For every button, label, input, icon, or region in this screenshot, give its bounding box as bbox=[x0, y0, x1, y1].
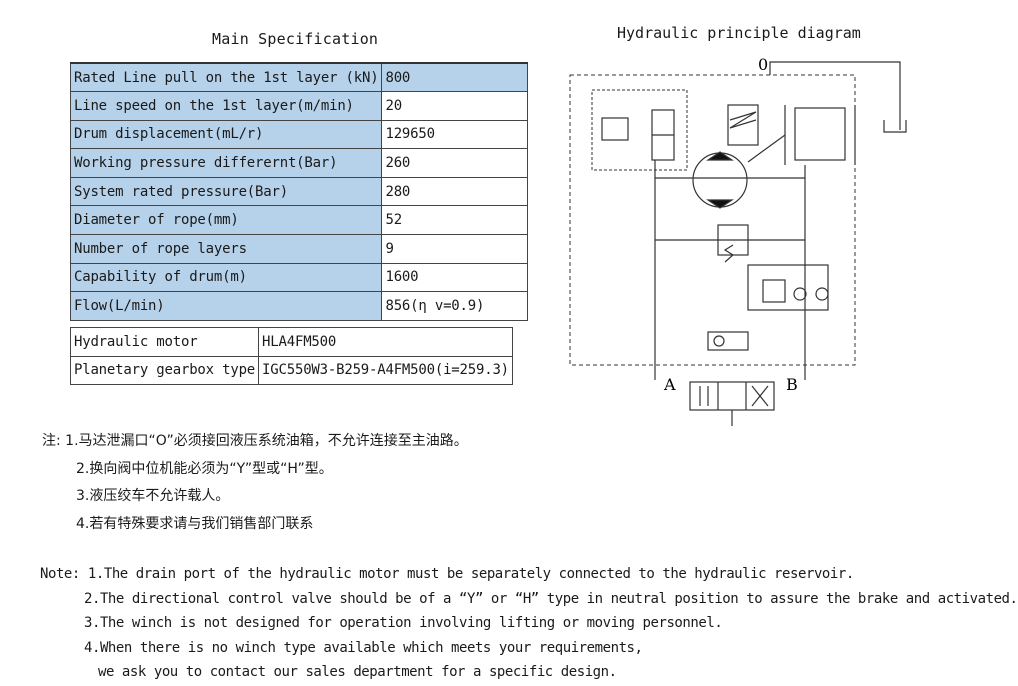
notes-en: Note: 1.The drain port of the hydraulic … bbox=[40, 562, 1018, 685]
note-en-prefix: Note: bbox=[40, 566, 80, 582]
spec-value: IGC550W3-B259-A4FM500(i=259.3) bbox=[258, 355, 513, 386]
note-cn-line: 2.换向阀中位机能必须为“Y”型或“H”型。 bbox=[42, 456, 468, 484]
check-valve-2 bbox=[815, 287, 829, 301]
spec-label: Flow(L/min) bbox=[69, 291, 383, 321]
check-valve-box bbox=[747, 264, 829, 311]
motor-arrow-down bbox=[706, 199, 734, 209]
spec-label: Hydraulic motor bbox=[69, 327, 260, 357]
spec-row: Number of rope layers 9 bbox=[69, 234, 529, 264]
boundary-dashed bbox=[569, 74, 856, 366]
spec-label: Line speed on the 1st layer(m/min) bbox=[69, 91, 383, 121]
spec-label: Working pressure differernt(Bar) bbox=[69, 148, 383, 178]
port-o-label: 0 bbox=[758, 55, 768, 74]
spec-value: 260 bbox=[381, 148, 529, 178]
note-en-item: 4.When there is no winch type available … bbox=[84, 639, 643, 656]
spec-row: Hydraulic motor HLA4FM500 bbox=[69, 327, 513, 357]
spec-row: Drum displacement(mL/r) 129650 bbox=[69, 119, 529, 150]
note-cn-line: 3.液压绞车不允许载人。 bbox=[42, 483, 468, 511]
brake-dashed bbox=[591, 89, 688, 171]
motor-arrow-up bbox=[706, 151, 734, 161]
check-valve-1 bbox=[793, 287, 807, 301]
note-cn-item: 1.马达泄漏口“O”必须接回液压系统油箱，不允许连接至主油路。 bbox=[65, 433, 468, 449]
spec-value: 20 bbox=[381, 91, 529, 121]
note-en-line: 4.When there is no winch type available … bbox=[40, 636, 1018, 661]
note-en-line: 3.The winch is not designed for operatio… bbox=[40, 611, 1018, 636]
spec-value: 280 bbox=[381, 176, 529, 207]
spec-value: 800 bbox=[381, 62, 529, 93]
spec-label: Number of rope layers bbox=[69, 234, 383, 264]
diagram-title: Hydraulic principle diagram bbox=[617, 24, 861, 42]
spec-row: Working pressure differernt(Bar) 260 bbox=[69, 148, 529, 178]
note-cn-prefix: 注: bbox=[42, 433, 61, 449]
reservoir-icon bbox=[883, 120, 907, 133]
spec-row: System rated pressure(Bar) 280 bbox=[69, 176, 529, 207]
note-en-item: 1.The drain port of the hydraulic motor … bbox=[87, 566, 854, 582]
shuttle-ball bbox=[713, 335, 725, 347]
spec-value: 9 bbox=[381, 234, 529, 264]
note-cn-item: 2.换向阀中位机能必须为“Y”型或“H”型。 bbox=[76, 460, 333, 477]
spec-value: 856(η v=0.9) bbox=[381, 291, 529, 321]
spec-title: Main Specification bbox=[212, 30, 379, 48]
spec-label: Capability of drum(m) bbox=[69, 262, 383, 293]
note-cn-item: 4.若有特殊要求请与我们销售部门联系 bbox=[76, 515, 314, 532]
shaft-line bbox=[747, 134, 786, 163]
spec-value: 1600 bbox=[381, 262, 529, 293]
directional-valve bbox=[689, 381, 775, 411]
pressure-valve-box bbox=[601, 117, 629, 141]
note-en-line: we ask you to contact our sales departme… bbox=[40, 660, 1018, 685]
spec-label: Diameter of rope(mm) bbox=[69, 205, 383, 236]
spec-label: Planetary gearbox type bbox=[69, 355, 260, 386]
spec-row: Planetary gearbox type IGC550W3-B259-A4F… bbox=[69, 355, 513, 386]
note-en-item: we ask you to contact our sales departme… bbox=[98, 664, 617, 680]
note-cn-line: 4.若有特殊要求请与我们销售部门联系 bbox=[42, 511, 468, 539]
note-cn-line: 注: 1.马达泄漏口“O”必须接回液压系统油箱，不允许连接至主油路。 bbox=[42, 428, 468, 456]
drain-line bbox=[769, 61, 901, 130]
spec-table: Rated Line pull on the 1st layer (kN) 80… bbox=[69, 62, 529, 321]
counterbalance-box bbox=[762, 279, 786, 303]
spec-value: 52 bbox=[381, 205, 529, 236]
shuttle-valve bbox=[707, 331, 749, 351]
spec-label: System rated pressure(Bar) bbox=[69, 176, 383, 207]
spec-value: HLA4FM500 bbox=[258, 327, 513, 357]
motor-icon bbox=[692, 152, 748, 208]
note-en-item: 2.The directional control valve should b… bbox=[84, 590, 1018, 607]
port-b-label: B bbox=[786, 375, 798, 394]
brake-spring bbox=[729, 111, 757, 129]
port-a-label: A bbox=[663, 375, 676, 394]
spec-value: 129650 bbox=[381, 119, 529, 150]
notes-cn: 注: 1.马达泄漏口“O”必须接回液压系统油箱，不允许连接至主油路。 2.换向阀… bbox=[42, 428, 468, 538]
spec-row: Diameter of rope(mm) 52 bbox=[69, 205, 529, 236]
drum-icon bbox=[794, 107, 846, 161]
spec-row: Line speed on the 1st layer(m/min) 20 bbox=[69, 91, 529, 121]
spec-row: Rated Line pull on the 1st layer (kN) 80… bbox=[69, 62, 529, 93]
relief-spring bbox=[723, 244, 735, 263]
spec-label: Drum displacement(mL/r) bbox=[69, 119, 383, 150]
spec-table-wide: Hydraulic motor HLA4FM500 Planetary gear… bbox=[69, 327, 513, 386]
note-en-line: 2.The directional control valve should b… bbox=[40, 587, 1018, 612]
note-en-item: 3.The winch is not designed for operatio… bbox=[84, 615, 723, 631]
spec-row: Capability of drum(m) 1600 bbox=[69, 262, 529, 293]
note-cn-item: 3.液压绞车不允许载人。 bbox=[76, 488, 230, 504]
hydraulic-diagram: 0 A B bbox=[569, 55, 907, 426]
brake-box bbox=[727, 104, 759, 146]
spec-row: Flow(L/min) 856(η v=0.9) bbox=[69, 291, 529, 321]
valve-cross-2 bbox=[751, 385, 769, 407]
spec-label: Rated Line pull on the 1st layer (kN) bbox=[69, 62, 383, 93]
note-en-line: Note: 1.The drain port of the hydraulic … bbox=[40, 562, 1018, 587]
